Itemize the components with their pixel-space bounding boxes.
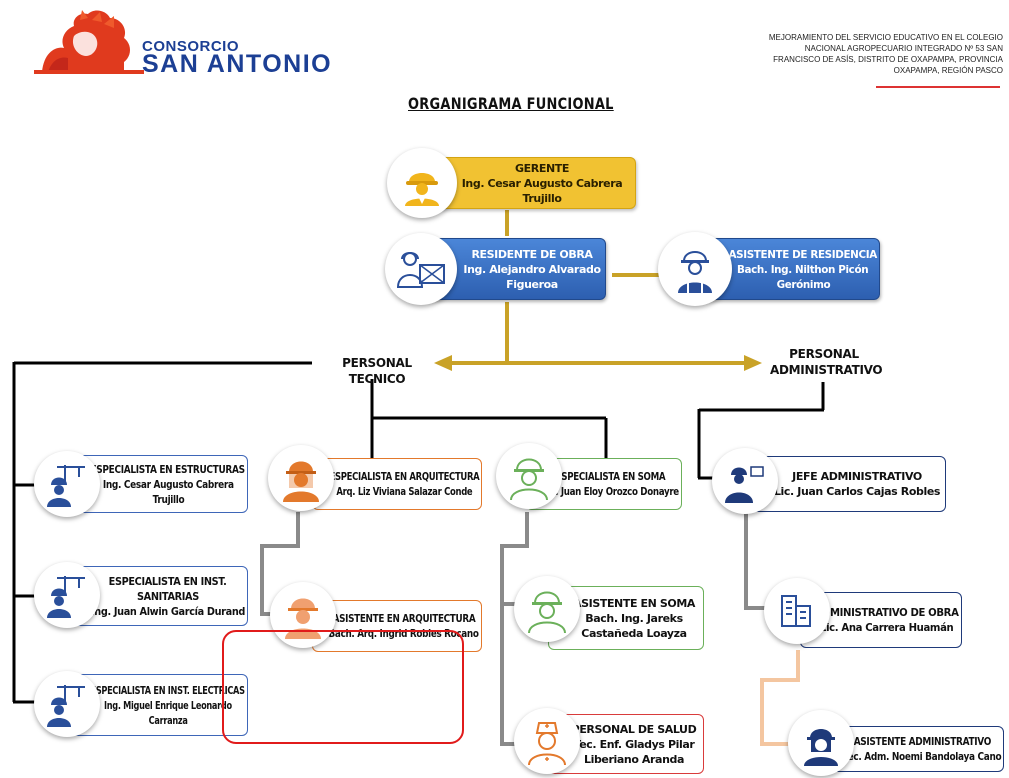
connector-line — [260, 512, 300, 616]
node-name: Castañeda Loayza — [581, 626, 687, 640]
connector-line — [760, 650, 800, 746]
node-name: Tec. Enf. Gladys Pilar — [573, 737, 695, 751]
node-role: GERENTE — [515, 161, 569, 175]
node-name: Ing. Cesar Augusto Cabrera — [102, 477, 234, 491]
node-name: Carranza — [148, 713, 188, 727]
node-role: SANITARIAS — [137, 589, 199, 603]
node-name: Ing. Juan Alwin García Durand — [90, 604, 246, 618]
highlight-annotation-box — [222, 630, 464, 744]
office-worker-icon — [712, 448, 778, 514]
safety-worker-icon — [496, 443, 562, 509]
crane-worker-icon — [34, 451, 100, 517]
node-name: Bach. Ing. Jareks — [585, 611, 683, 625]
female-helmet-icon — [788, 710, 854, 776]
header-divider — [876, 86, 1000, 88]
node-especialista-sanitarias[interactable]: ESPECIALISTA EN INST. SANITARIAS Ing. Ju… — [72, 566, 248, 626]
node-name: Lic. Juan Carlos Cajas Robles — [773, 485, 941, 498]
node-role: ASISTENTE EN SOMA — [572, 596, 695, 610]
building-icon — [764, 578, 830, 644]
node-role: ESPECIALISTA EN SOMA — [555, 470, 665, 483]
node-role: ADMINISTRATIVO DE OBRA — [815, 606, 959, 619]
node-name: Bach. Ing. Nilthon Picón — [737, 262, 869, 276]
node-name: Ing. Miguel Enrique Leonardo — [104, 698, 232, 712]
arrow-right — [744, 355, 762, 371]
node-role: ESPECIALISTA EN ARQUITECTURA — [329, 470, 479, 483]
node-name: Ing. Juan Eloy Orozco Donayre — [540, 485, 680, 498]
node-name: Trujillo — [152, 492, 184, 506]
node-role: PERSONAL DE SALUD — [571, 722, 697, 736]
project-line: FRANCISCO DE ASÍS, DISTRITO DE OXAPAMPA,… — [773, 55, 1003, 64]
node-name: Ing. Alejandro Alvarado — [463, 262, 601, 276]
section-label-line: ADMINISTRATIVO — [770, 363, 883, 377]
connector-line — [500, 604, 518, 746]
arrow-left — [434, 355, 452, 371]
node-role: ASISTENTE ADMINISTRATIVO — [853, 735, 991, 748]
project-line: NACIONAL AGROPECUARIO INTEGRADO Nº 53 SA… — [804, 44, 1003, 53]
lion-logo-icon — [34, 10, 144, 74]
engineer-helmet-icon — [387, 148, 457, 218]
nurse-icon — [514, 708, 580, 774]
node-jefe-administrativo[interactable]: JEFE ADMINISTRATIVO Lic. Juan Carlos Caj… — [752, 456, 946, 512]
section-label-line: PERSONAL — [789, 347, 859, 361]
section-personal-administrativo: PERSONAL ADMINISTRATIVO — [770, 346, 883, 378]
node-especialista-electricas[interactable]: ESPECIALISTA EN INST. ELECTRICAS Ing. Mi… — [72, 674, 248, 736]
node-name: Ing. Cesar Augusto Cabrera — [461, 176, 623, 190]
section-personal-tecnico: PERSONAL TECNICO — [342, 356, 412, 386]
female-worker-icon — [268, 445, 334, 511]
node-asistente-arquitectura[interactable]: ASISTENTE EN ARQUITECTURA Bach. Arq. Ing… — [312, 600, 482, 652]
project-description: MEJORAMIENTO DEL SERVICIO EDUCATIVO EN E… — [703, 32, 1003, 88]
node-role: ESPECIALISTA EN INST. ELECTRICAS — [90, 683, 246, 697]
logo-text-name: SAN ANTONIO — [142, 50, 333, 78]
connector-line — [500, 512, 529, 606]
node-name: Figueroa — [506, 277, 558, 291]
project-line: MEJORAMIENTO DEL SERVICIO EDUCATIVO EN E… — [768, 33, 1003, 42]
node-especialista-arquitectura[interactable]: ESPECIALISTA EN ARQUITECTURA Arq. Liz Vi… — [312, 458, 482, 510]
node-role: ESPECIALISTA EN ESTRUCTURAS — [90, 462, 246, 476]
node-role: ESPECIALISTA EN INST. — [109, 574, 227, 588]
company-logo: CONSORCIO SAN ANTONIO — [34, 6, 364, 80]
page-title: ORGANIGRAMA FUNCIONAL — [408, 94, 614, 113]
crane-worker-icon — [34, 671, 100, 737]
node-asistente-administrativo[interactable]: ASISTENTE ADMINISTRATIVO Tec. Adm. Noemi… — [826, 726, 1004, 772]
blueprint-engineer-icon — [385, 233, 457, 305]
node-name: Arq. Liz Viviana Salazar Conde — [336, 485, 472, 498]
node-name: Liberiano Aranda — [583, 752, 685, 766]
logo-text-small: CONSORCIO — [142, 38, 240, 55]
node-role: ASISTENTE DE RESIDENCIA — [728, 247, 878, 261]
connector-line — [744, 505, 770, 610]
node-name: Tec. Adm. Noemi Bandolaya Cano — [842, 750, 1002, 763]
project-line: OXAPAMPA, REGIÓN PASCO — [893, 66, 1003, 75]
node-role: ASISTENTE EN ARQUITECTURA — [332, 612, 476, 625]
safety-worker-icon — [514, 576, 580, 642]
worker-vest-icon — [658, 232, 732, 306]
node-role: JEFE ADMINISTRATIVO — [792, 470, 922, 483]
node-role: RESIDENTE DE OBRA — [471, 247, 593, 261]
crane-worker-icon — [34, 562, 100, 628]
node-name: Trujillo — [522, 191, 562, 205]
node-name: Gerónimo — [776, 277, 830, 291]
node-name: Lic. Ana Carrera Huamán — [820, 621, 954, 634]
